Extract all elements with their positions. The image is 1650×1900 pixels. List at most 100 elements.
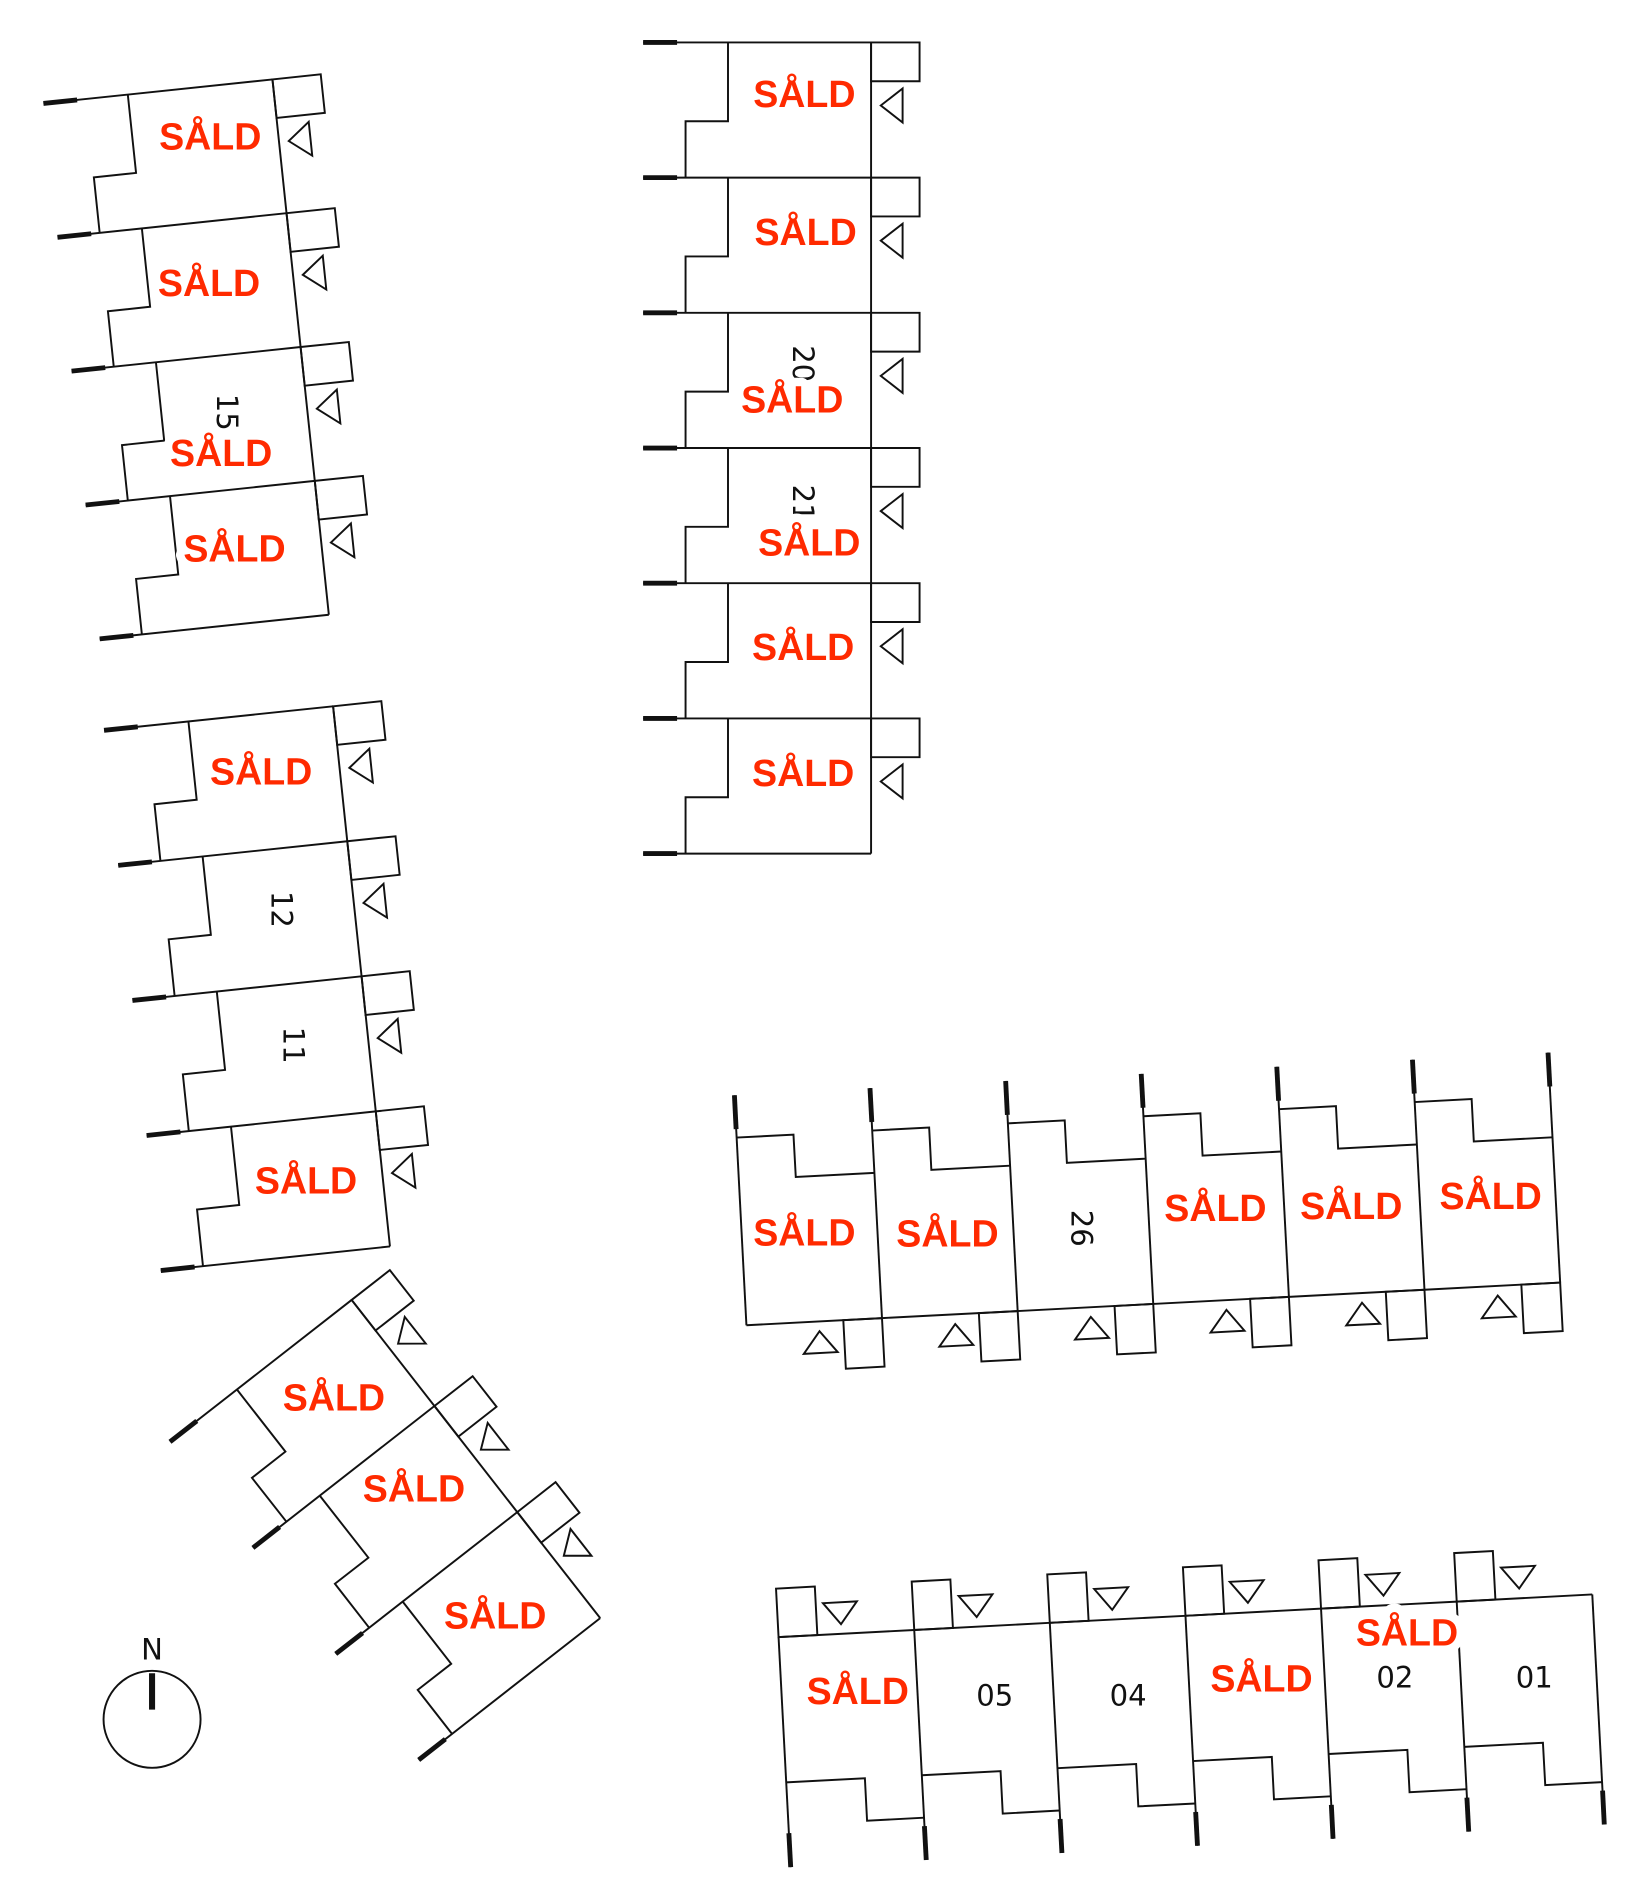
stepped-wall xyxy=(1143,1112,1282,1157)
entrance-triangle-icon xyxy=(879,492,904,531)
entrance-triangle-icon xyxy=(1498,1564,1537,1591)
stepped-wall xyxy=(872,1126,1011,1171)
stepped-wall xyxy=(684,177,729,313)
stepped-wall xyxy=(684,718,729,854)
unit-wall xyxy=(85,479,315,506)
unit-wall xyxy=(1411,1059,1426,1290)
unit-wall xyxy=(57,212,287,239)
unit-outline xyxy=(643,310,921,449)
porch xyxy=(299,340,355,387)
stepped-wall xyxy=(195,1126,241,1267)
wall-stub xyxy=(867,1087,875,1123)
sold-label: SÅLD xyxy=(158,262,260,304)
sold-label: SÅLD xyxy=(444,1595,546,1637)
unit-number: 11 xyxy=(276,1027,310,1064)
unit-outline xyxy=(1317,1557,1467,1839)
stepped-wall xyxy=(684,448,729,584)
stepped-wall xyxy=(181,991,227,1132)
unit-number: 20 xyxy=(786,345,820,382)
building-row-west-top xyxy=(43,73,369,642)
unit-wall xyxy=(146,1110,376,1137)
wall-stub xyxy=(1274,1066,1282,1101)
porch xyxy=(870,176,921,218)
unit-number: 04 xyxy=(1110,1679,1147,1713)
unit-number: 12 xyxy=(264,891,298,928)
porch xyxy=(870,447,921,488)
wall-stub xyxy=(1545,1052,1553,1087)
stepped-wall xyxy=(401,1601,453,1735)
porch xyxy=(870,717,921,759)
entrance-triangle-icon xyxy=(956,1593,995,1619)
unit-outline xyxy=(1279,1059,1429,1342)
wall-stub xyxy=(146,1129,181,1138)
unit-outline xyxy=(71,340,355,501)
porch xyxy=(360,970,415,1017)
stepped-wall xyxy=(134,496,180,635)
wall-stub xyxy=(57,231,92,240)
building-outlines xyxy=(43,40,1607,1868)
wall-stub xyxy=(117,859,153,868)
unit-outline xyxy=(872,1080,1022,1363)
unit-wall xyxy=(1048,1622,1063,1854)
unit-outline xyxy=(57,207,340,367)
sold-label: SÅLD xyxy=(283,1376,385,1418)
porch xyxy=(870,311,921,353)
entrance-triangle-icon xyxy=(562,1526,594,1557)
entrance-triangle-icon xyxy=(396,1314,428,1345)
unit-number: 02 xyxy=(1376,1660,1413,1694)
sold-label: SÅLD xyxy=(363,1467,465,1509)
wall-stub xyxy=(132,994,167,1003)
entrance-triangle-icon xyxy=(1344,1301,1383,1327)
unit-wall xyxy=(118,840,348,867)
stepped-wall xyxy=(1279,1105,1417,1150)
unit-wall xyxy=(1320,1608,1335,1839)
stepped-wall xyxy=(684,312,729,449)
unit-outline xyxy=(168,1268,436,1523)
porch xyxy=(1249,1295,1293,1349)
unit-wall xyxy=(913,1629,928,1861)
wall-stub xyxy=(1410,1059,1417,1094)
wall-stub xyxy=(99,632,134,642)
stepped-wall xyxy=(736,1133,875,1179)
wall-stub xyxy=(1464,1797,1472,1832)
unit-outline xyxy=(1046,1571,1196,1854)
unit-outline xyxy=(732,1087,886,1370)
unit-wall xyxy=(1184,1615,1199,1846)
stepped-wall xyxy=(786,1777,925,1822)
porch xyxy=(870,582,921,623)
sold-label: SÅLD xyxy=(758,522,860,564)
wall-stub xyxy=(1138,1073,1146,1108)
stepped-wall xyxy=(92,94,138,234)
porch xyxy=(1520,1281,1564,1335)
entrance-triangle-icon xyxy=(347,746,375,785)
unit-wall xyxy=(1547,1052,1562,1283)
stepped-wall xyxy=(684,42,729,178)
entrance-triangle-icon xyxy=(937,1322,976,1348)
unit-wall xyxy=(777,1637,792,1868)
stepped-wall xyxy=(1057,1763,1196,1808)
unit-outline xyxy=(1453,1550,1607,1832)
stepped-wall xyxy=(318,1495,370,1629)
porch xyxy=(313,474,369,521)
sold-label: SÅLD xyxy=(807,1670,909,1712)
entrance-triangle-icon xyxy=(1092,1586,1131,1612)
porch xyxy=(1453,1550,1497,1603)
entrance-triangle-icon xyxy=(315,387,342,426)
porch xyxy=(1181,1564,1226,1617)
unit-outline xyxy=(774,1585,925,1868)
entrance-triangle-icon xyxy=(1227,1579,1266,1605)
unit-wall xyxy=(99,613,329,640)
sold-label: SÅLD xyxy=(754,211,856,253)
unit-wall xyxy=(43,78,273,105)
unit-wall xyxy=(1455,1601,1470,1832)
sold-label: SÅLD xyxy=(1164,1187,1266,1229)
entrance-triangle-icon xyxy=(820,1600,859,1626)
entrance-triangle-icon xyxy=(479,1420,511,1451)
wall-stub xyxy=(103,724,139,733)
entrance-triangle-icon xyxy=(879,356,904,395)
unit-outline xyxy=(1181,1564,1331,1846)
unit-outline xyxy=(251,1374,519,1629)
unit-outline xyxy=(1143,1066,1293,1349)
unit-wall xyxy=(733,1095,748,1326)
